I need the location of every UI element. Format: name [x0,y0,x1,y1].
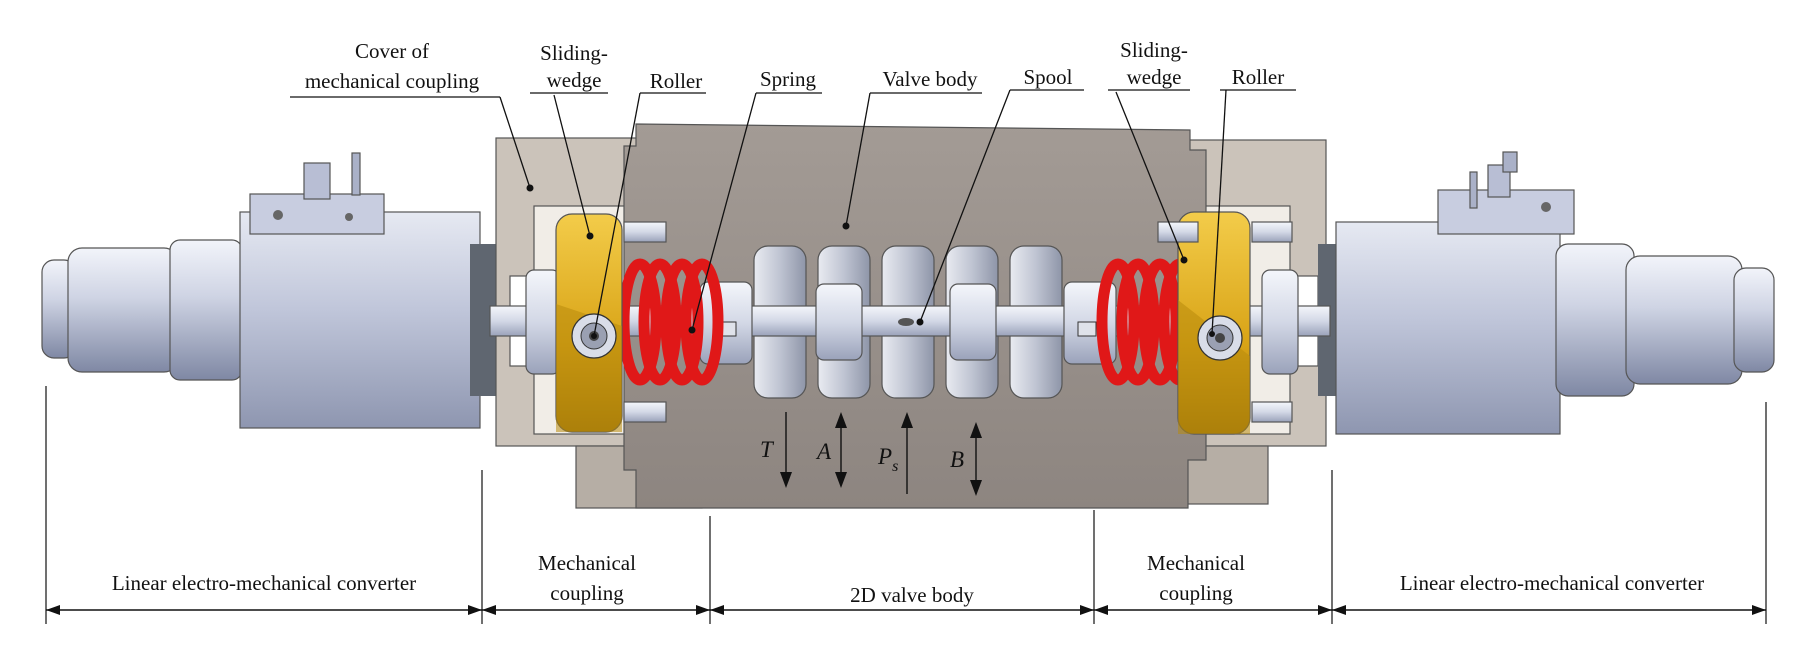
label-valve-body: Valve body [882,67,978,91]
label-sliding-wedge-right-line1: Sliding- [1120,38,1188,62]
left-spring [618,258,724,386]
dimension-arrowheads [46,605,1766,615]
label-cover-line1: Cover of [355,39,429,63]
section-converter-right: Linear electro-mechanical converter [1400,571,1704,595]
port-p-main: P [877,444,892,469]
section-coupling-right-line1: Mechanical [1147,551,1245,575]
port-t-label: T [760,437,775,462]
port-b-arrow [970,422,982,496]
port-t-arrow [780,412,792,488]
section-coupling-left-line1: Mechanical [538,551,636,575]
port-b-label: B [950,447,964,472]
label-roller-right: Roller [1232,65,1285,89]
section-converter-left: Linear electro-mechanical converter [112,571,416,595]
label-spring: Spring [760,67,817,91]
section-dimensions [45,386,1767,624]
callout-leaders [290,89,1296,339]
port-arrows [780,412,982,496]
right-wedge [1157,211,1293,435]
section-coupling-right-line2: coupling [1159,581,1233,605]
port-a-arrow [835,412,847,488]
left-converter [41,152,498,429]
right-converter [1318,151,1775,435]
label-sliding-wedge-left-line1: Sliding- [540,41,608,65]
label-sliding-wedge-right-line2: wedge [1127,65,1182,89]
label-roller-left: Roller [650,69,703,93]
port-a-label: A [815,439,832,464]
port-p-arrow [901,412,913,494]
section-coupling-left-line2: coupling [550,581,624,605]
label-cover-line2: mechanical coupling [305,69,480,93]
section-valve-body-2d: 2D valve body [850,583,974,607]
port-p-subscript: s [892,458,898,475]
label-sliding-wedge-left-line2: wedge [547,68,602,92]
port-p-label: Ps [877,444,898,475]
label-spool: Spool [1023,65,1072,89]
